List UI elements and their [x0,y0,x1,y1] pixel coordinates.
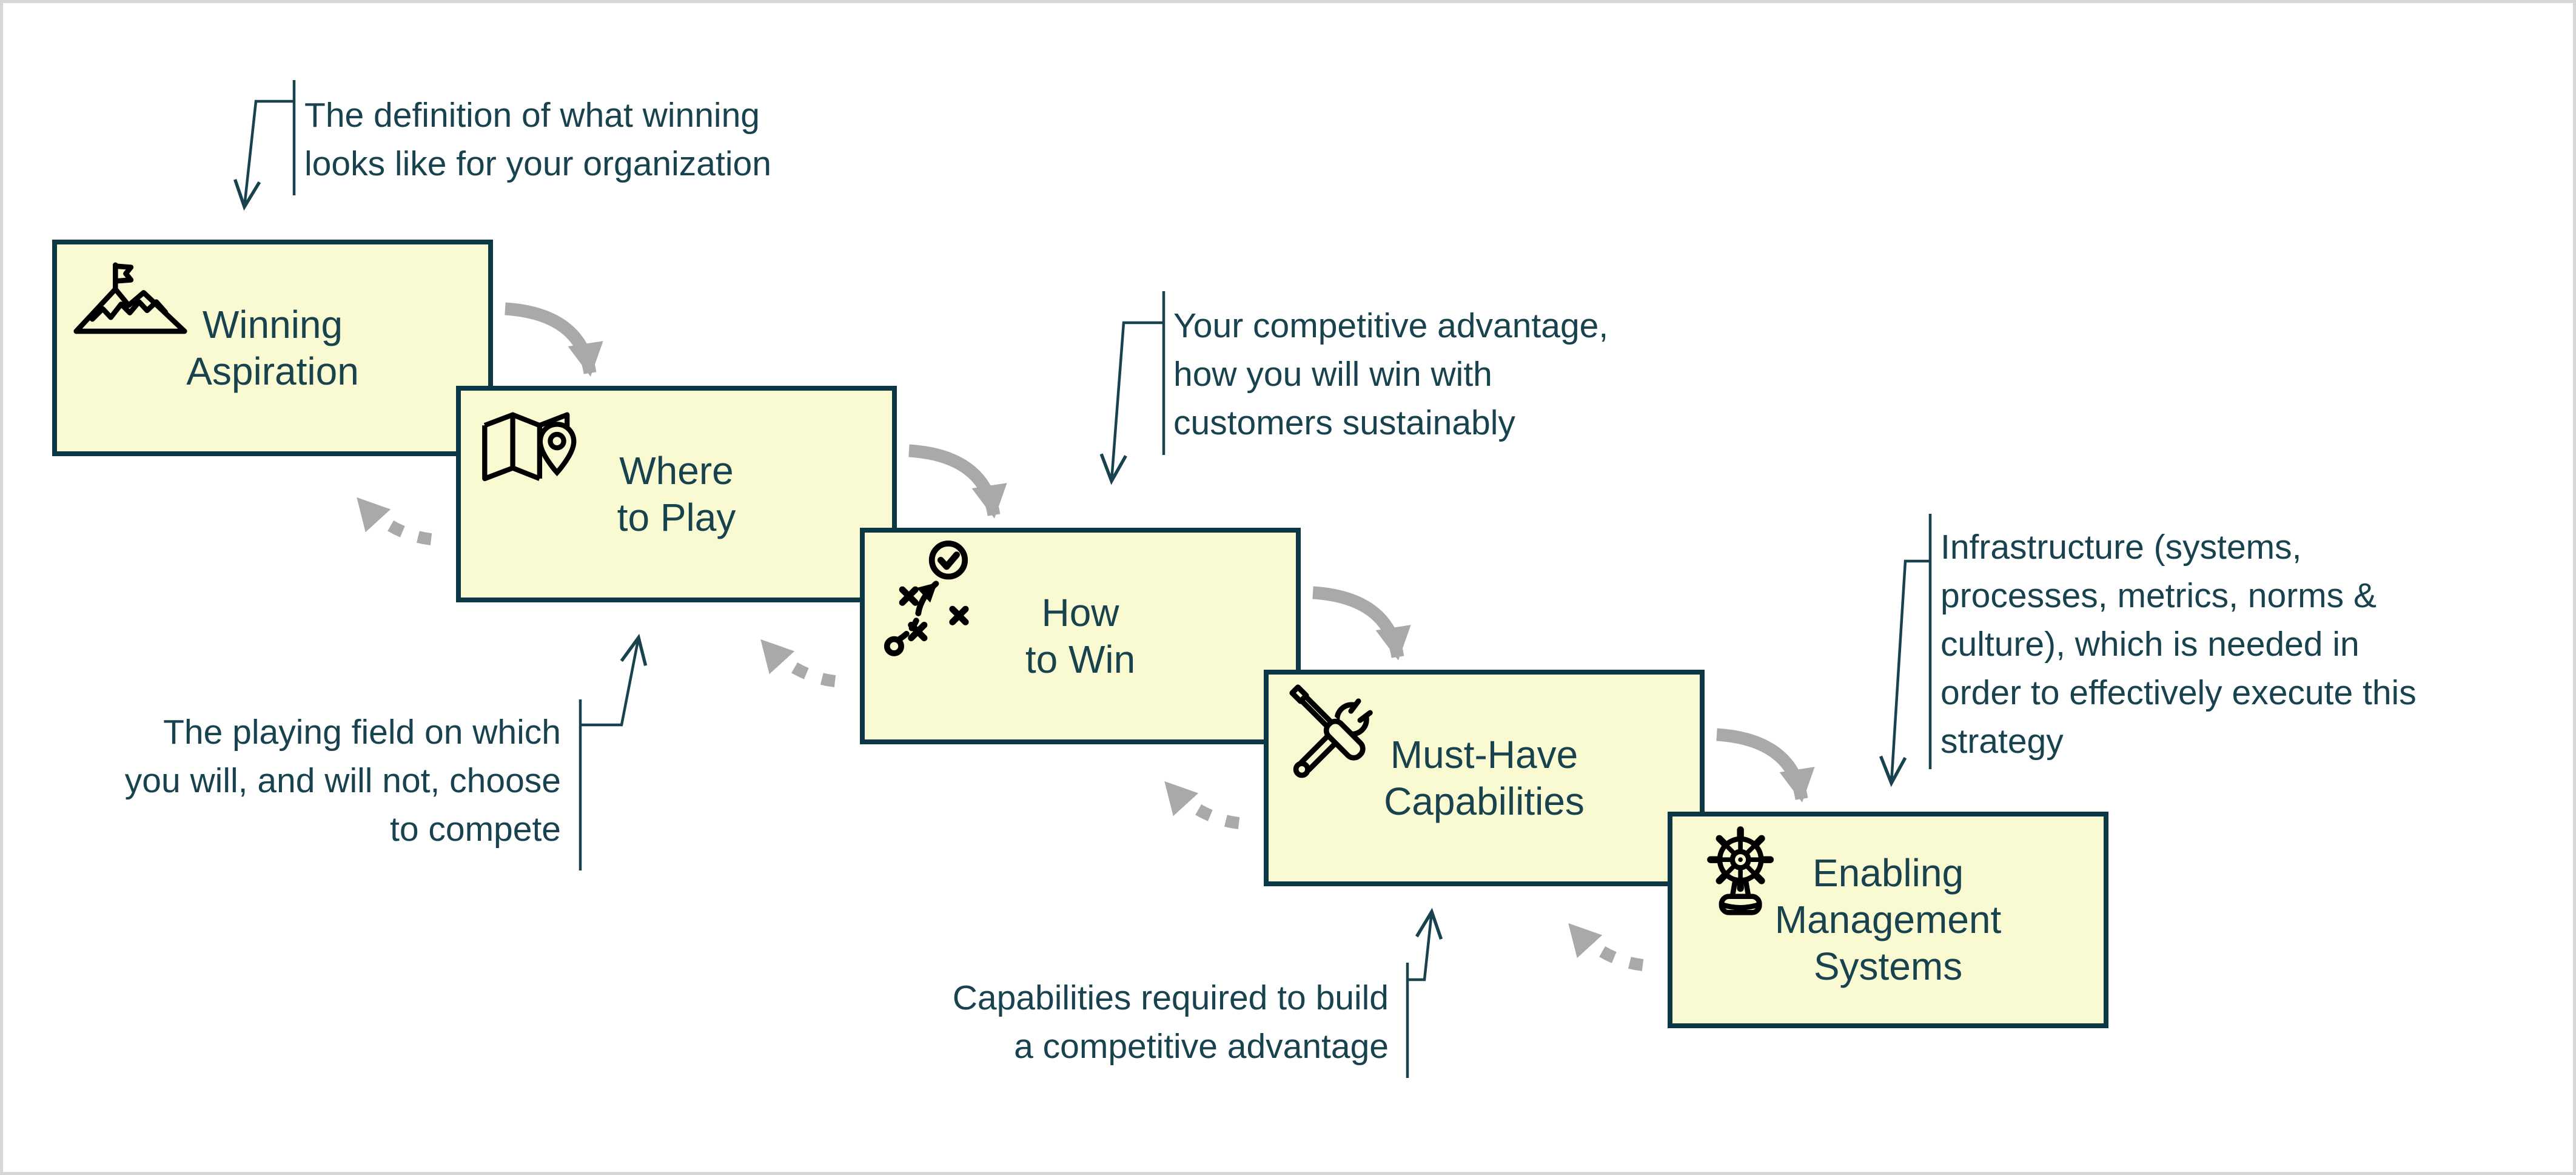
annotation-line: order to effectively execute this [1940,673,2417,712]
annotation-line: strategy [1940,722,2064,761]
leader-must-have-capabilities [1406,912,1432,1078]
annotation-line: The definition of what winning [304,96,760,135]
annotation-enabling-management-systems: Infrastructure (systems, processes, metr… [1940,523,2417,766]
box-label-line: Capabilities [1384,779,1585,823]
forward-arrow-1 [505,302,603,377]
box-label-line: Enabling [1812,851,1964,895]
box-label-line: Systems [1813,944,1963,988]
box-label-line: Winning [202,302,343,346]
annotation-line: to compete [390,810,561,849]
annotation-line: Your competitive advantage, [1173,306,1609,345]
annotation-line: looks like for your organization [304,144,771,183]
annotation-winning-aspiration: The definition of what winning looks lik… [304,91,771,188]
strategy-box-where-to-play: Where to Play [456,386,897,602]
tactics-plan-icon [884,540,969,656]
map-location-pin-icon [482,412,577,482]
annotation-how-to-win: Your competitive advantage, how you will… [1173,301,1608,447]
box-label-line: to Play [617,495,736,539]
annotation-line: you will, and will not, choose [124,761,561,800]
annotation-line: Infrastructure (systems, [1940,528,2302,567]
strategy-box-enabling-management-systems: Enabling Management Systems [1668,812,2108,1028]
box-label-line: Must-Have [1390,732,1578,776]
annotation-line: a competitive advantage [1014,1027,1389,1066]
box-label-line: Where [619,448,734,493]
annotation-line: culture), which is needed in [1940,625,2360,664]
box-label-line: How [1041,590,1119,635]
annotation-line: Capabilities required to build [952,978,1389,1017]
forward-arrow-4 [1716,728,1815,803]
forward-arrow-3 [1312,586,1411,661]
ship-helm-icon [1707,826,1774,915]
forward-arrow-2 [908,444,1007,519]
annotation-line: how you will win with [1173,355,1492,394]
return-arrow-2 [758,638,836,687]
return-arrow-1 [354,496,432,545]
leader-winning-aspiration [244,80,296,207]
annotation-line: The playing field on which [163,713,561,752]
leader-how-to-win [1112,291,1166,481]
strategy-box-how-to-win: How to Win [860,528,1301,744]
annotation-where-to-play: The playing field on which you will, and… [125,708,561,853]
strategy-box-winning-aspiration: Winning Aspiration [52,240,493,456]
annotation-must-have-capabilities: Capabilities required to build a competi… [953,974,1389,1071]
box-label-line: Aspiration [186,349,359,393]
box-label-line: Management [1774,898,2002,941]
annotation-line: processes, metrics, norms & [1940,576,2377,615]
leader-enabling-management-systems [1891,514,1932,783]
annotation-line: customers sustainably [1173,403,1515,442]
mountain-flag-icon [73,262,187,334]
return-arrow-4 [1566,921,1644,971]
strategy-box-must-have-capabilities: Must-Have Capabilities [1264,670,1705,886]
leader-where-to-play [579,638,639,870]
crossed-tools-icon [1289,684,1373,778]
return-arrow-3 [1162,779,1240,829]
box-label-line: to Win [1025,637,1136,681]
